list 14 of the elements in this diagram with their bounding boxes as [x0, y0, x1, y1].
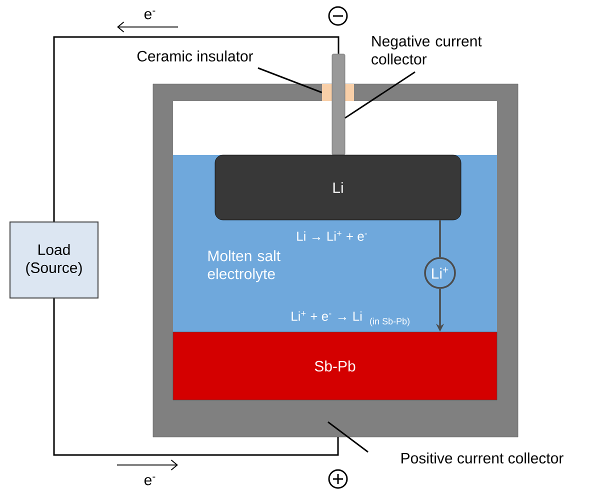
callout-text: Ceramic insulator: [137, 50, 254, 62]
current-collector-rod: [332, 54, 346, 156]
callout-text: Negative current collector: [372, 36, 482, 64]
load-box: Load (Source): [10, 222, 98, 298]
leader-line: [328, 421, 368, 453]
leader-line: [344, 71, 416, 119]
wire: [53, 298, 339, 456]
wire: [53, 36, 340, 222]
leader-line: [258, 67, 322, 94]
electron-label: e$^{-}$: [144, 476, 156, 486]
callout-text: Positive current collector: [402, 452, 564, 464]
alloy-layer: Sb-Pb: [172, 332, 498, 400]
lithium-electrode: Li: [214, 154, 462, 220]
electron-label: e$^{-}$: [144, 10, 156, 20]
